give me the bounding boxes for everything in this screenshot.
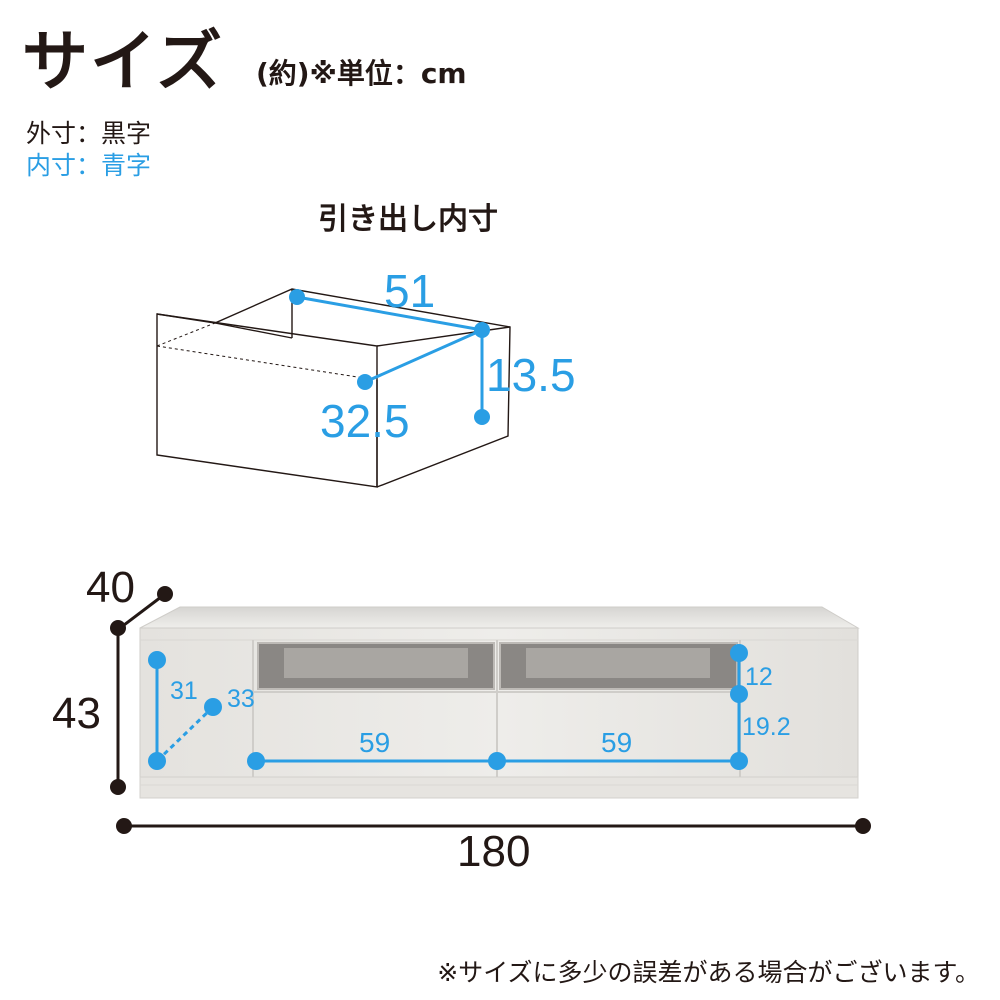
drawer-point bbox=[289, 289, 305, 305]
outer-point bbox=[110, 779, 126, 795]
outer-point bbox=[110, 620, 126, 636]
drawer-depth-label: 32.5 bbox=[320, 395, 410, 447]
inner-point bbox=[247, 752, 265, 770]
inner-point bbox=[730, 644, 748, 662]
inner-point bbox=[148, 651, 166, 669]
cabinet-inner-points bbox=[148, 644, 748, 770]
drawer-title: 引き出し内寸 bbox=[318, 202, 498, 237]
page-title: サイズ bbox=[22, 23, 225, 100]
left-inner-depth-label: 33 bbox=[227, 685, 255, 713]
drawer-point bbox=[357, 374, 373, 390]
outer-point bbox=[855, 818, 871, 834]
cabinet-outer-dimension-lines bbox=[116, 592, 863, 828]
cabinet-outer-points bbox=[110, 586, 871, 834]
drawer-illustration bbox=[156, 288, 511, 488]
drawer-point bbox=[474, 322, 490, 338]
legend-inner-dimensions: 内寸：青字 bbox=[26, 151, 152, 180]
inner-point bbox=[488, 752, 506, 770]
drawer-dimension-points bbox=[289, 289, 490, 425]
cabinet-depth-label: 40 bbox=[86, 563, 135, 612]
outer-point bbox=[157, 586, 173, 602]
cabinet-top bbox=[139, 606, 860, 629]
cabinet-width-label: 180 bbox=[457, 827, 530, 876]
unit-note: (約)※単位：cm bbox=[256, 57, 467, 90]
outer-point bbox=[116, 818, 132, 834]
drawer-height-label: 13.5 bbox=[486, 349, 576, 401]
inner-point bbox=[204, 698, 222, 716]
inner-point bbox=[730, 685, 748, 703]
drawer-width-right-label: 59 bbox=[601, 727, 632, 758]
legend-outer-dimensions: 外寸：黒字 bbox=[26, 119, 152, 148]
left-inner-height-label: 31 bbox=[170, 677, 198, 705]
cabinet-height-label: 43 bbox=[52, 689, 101, 738]
cabinet-base bbox=[139, 776, 859, 799]
drawer-inner-dimension-lines bbox=[296, 295, 484, 417]
inner-point bbox=[730, 752, 748, 770]
inner-point bbox=[148, 752, 166, 770]
disclaimer-note: ※サイズに多少の誤差がある場合がございます。 bbox=[437, 958, 980, 987]
drawer-height-label: 19.2 bbox=[742, 713, 791, 741]
shelf-height-label: 12 bbox=[745, 663, 773, 691]
drawer-width-left-label: 59 bbox=[359, 727, 390, 758]
drawer-point bbox=[474, 409, 490, 425]
drawer-width-label: 51 bbox=[384, 265, 435, 317]
